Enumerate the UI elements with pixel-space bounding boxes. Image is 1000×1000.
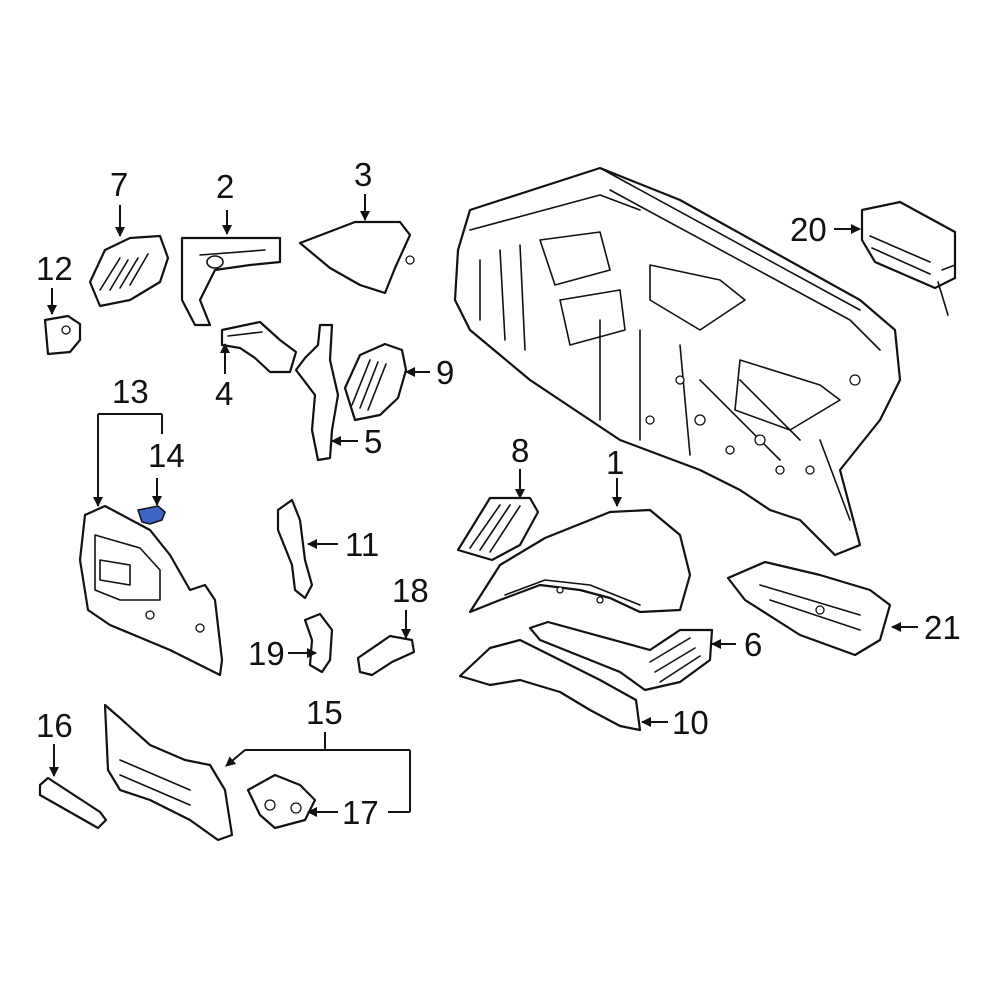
callout-5: 5 xyxy=(364,423,382,460)
steering-column-shroud xyxy=(220,320,298,374)
leader-lines xyxy=(47,194,918,817)
callout-11: 11 xyxy=(345,526,379,563)
passenger-air-vent xyxy=(456,496,540,562)
callout-9: 9 xyxy=(436,354,454,391)
side-trim-strip xyxy=(294,323,340,462)
callout-4: 4 xyxy=(215,375,233,412)
callout-7: 7 xyxy=(110,166,128,203)
callout-labels: 1 2 3 4 5 6 7 8 9 10 11 12 13 14 15 16 1… xyxy=(36,156,961,831)
reinforcement-bracket xyxy=(246,773,317,830)
passenger-airbag-module xyxy=(860,200,957,316)
dash-cover-panel xyxy=(298,220,415,295)
callout-20: 20 xyxy=(790,211,827,248)
callout-16: 16 xyxy=(36,707,73,744)
callout-15: 15 xyxy=(306,694,343,731)
callout-2: 2 xyxy=(216,168,234,205)
callout-3: 3 xyxy=(354,156,372,193)
callout-14: 14 xyxy=(148,437,185,474)
lower-panel-assembly xyxy=(78,504,224,677)
crash-pad-cover xyxy=(468,508,692,614)
center-air-vent xyxy=(343,342,408,422)
highlighted-clip-part-14 xyxy=(137,505,166,525)
switch-knob xyxy=(43,314,82,356)
callout-19: 19 xyxy=(248,635,285,672)
glove-box-assembly xyxy=(726,560,892,657)
mounting-bracket-18 xyxy=(356,634,416,677)
instrument-panel-assembly xyxy=(453,166,902,557)
console-vent xyxy=(528,620,714,692)
callout-10: 10 xyxy=(672,704,709,741)
callout-12: 12 xyxy=(36,250,73,287)
callout-17: 17 xyxy=(342,794,379,831)
callout-1: 1 xyxy=(606,444,624,481)
vertical-side-trim xyxy=(276,498,314,600)
lower-dash-trim xyxy=(458,638,642,732)
upper-trim-cover xyxy=(180,236,282,327)
callout-18: 18 xyxy=(392,572,429,609)
lower-knee-cover xyxy=(103,703,234,842)
callout-6: 6 xyxy=(744,626,762,663)
left-air-vent xyxy=(88,234,170,308)
callout-8: 8 xyxy=(511,432,529,469)
mounting-bracket-19 xyxy=(303,612,334,674)
callout-21: 21 xyxy=(924,609,961,646)
small-trim-cover xyxy=(38,776,108,830)
callout-13: 13 xyxy=(112,373,149,410)
